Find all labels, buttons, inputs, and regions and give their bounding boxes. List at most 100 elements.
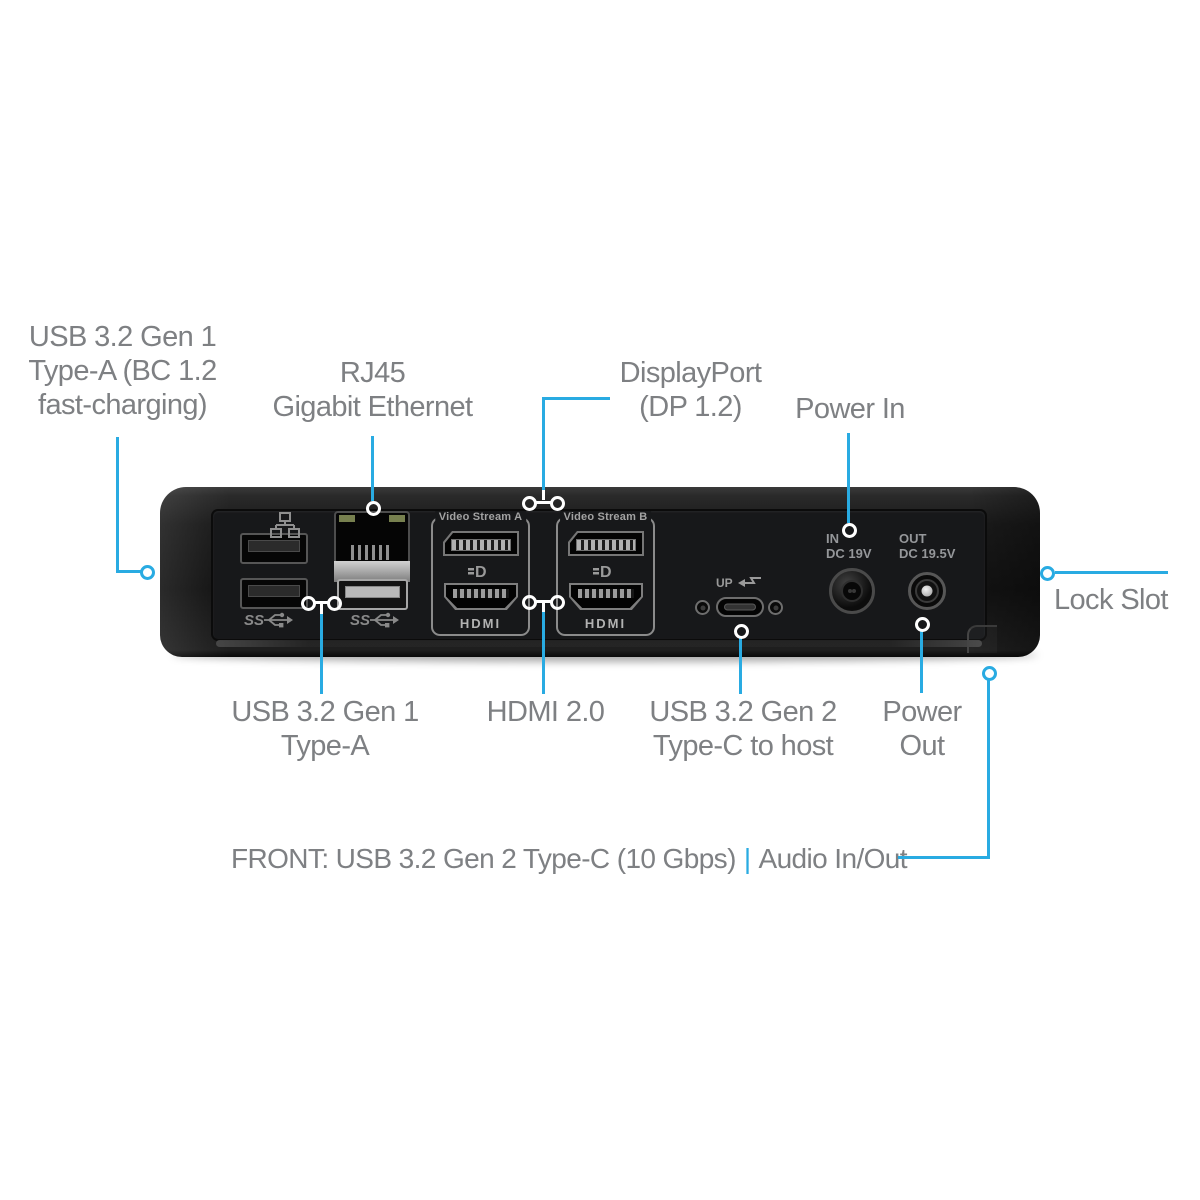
label-power-out: Power Out	[858, 695, 986, 763]
callout-line-usb-bc	[116, 437, 119, 571]
front-note-separator: |	[743, 843, 751, 874]
callout-line-usb-bc	[116, 570, 142, 573]
up-host-label: UP	[716, 576, 763, 590]
callout-line-rj45	[371, 436, 374, 501]
callout-dot-usb-c	[734, 624, 749, 639]
label-power-in: Power In	[770, 392, 930, 426]
callout-dot-usb-bc	[140, 565, 155, 580]
label-line: Type-A (BC 1.2	[28, 355, 217, 387]
hdmi-port-b	[569, 583, 643, 610]
callout-dot-displayport-b	[550, 496, 565, 511]
callout-dot-front-note	[982, 666, 997, 681]
svg-text:D: D	[475, 564, 487, 581]
video-stream-b-label: Video Stream B	[559, 511, 652, 523]
label-line: Power In	[795, 393, 905, 425]
pin-dot	[848, 589, 852, 593]
label-rj45: RJ45 Gigabit Ethernet	[260, 356, 485, 424]
up-text: UP	[716, 576, 733, 590]
label-line: RJ45	[339, 357, 406, 389]
hdmi-logo-text: HDMI	[459, 616, 502, 631]
svg-text:SS: SS	[350, 612, 370, 629]
usb-c-slot	[724, 603, 756, 611]
rj45-led-right	[389, 515, 405, 522]
callout-line-front-note	[898, 856, 990, 859]
label-line: (DP 1.2)	[639, 391, 742, 423]
callout-dot-displayport-a	[522, 496, 537, 511]
label-line: Lock Slot	[1054, 584, 1168, 616]
label-displayport: DisplayPort (DP 1.2)	[598, 356, 783, 424]
callout-line-power-in	[847, 433, 850, 523]
label-line: DisplayPort	[619, 357, 762, 389]
power-in-jack	[829, 568, 875, 614]
displayport-logo-icon: D	[468, 564, 487, 581]
svg-text:D: D	[600, 564, 612, 581]
svg-text:SS: SS	[244, 612, 264, 629]
label-usb-bc: USB 3.2 Gen 1 Type-A (BC 1.2 fast-chargi…	[15, 320, 230, 422]
power-out-ring	[915, 579, 939, 603]
callout-dot-hdmi-a	[522, 595, 537, 610]
callout-dot-usb-a-2	[327, 596, 342, 611]
power-out-line1: OUT	[899, 531, 927, 546]
label-line: USB 3.2 Gen 1	[231, 696, 419, 728]
label-line: USB 3.2 Gen 1	[28, 321, 217, 353]
callout-line-usb-c	[739, 638, 742, 694]
device-base-edge	[216, 640, 982, 647]
label-line: Type-C to host	[652, 730, 834, 762]
rj45-pins	[351, 545, 393, 560]
callout-line-power-out	[920, 631, 923, 693]
displayport-logo-icon: D	[593, 564, 612, 581]
dp-pins	[451, 539, 511, 551]
usb-a-port-2	[240, 578, 308, 609]
power-in-port-label: IN DC 19V	[826, 531, 872, 561]
front-note-text: FRONT: USB 3.2 Gen 2 Type-C (10 Gbps)	[231, 843, 736, 874]
ss-usb-icon: SS	[244, 612, 293, 629]
label-line: fast-charging)	[38, 389, 208, 421]
callout-connector-displayport	[535, 501, 551, 504]
label-front-note: FRONT: USB 3.2 Gen 2 Type-C (10 Gbps)|Au…	[231, 843, 908, 875]
ethernet-network-icon	[270, 512, 300, 538]
dp-pins	[576, 539, 636, 551]
callout-stub-hdmi	[542, 603, 545, 612]
label-line: Out	[899, 730, 946, 762]
video-stream-b-group: Video Stream B D HDMI	[556, 511, 655, 636]
power-out-port-label: OUT DC 19.5V	[899, 531, 955, 561]
callout-dot-rj45	[366, 501, 381, 516]
screw-dot	[773, 605, 778, 610]
callout-dot-power-in	[842, 523, 857, 538]
callout-dot-hdmi-b	[550, 595, 565, 610]
pin-dot	[852, 589, 856, 593]
hdmi-pins	[453, 589, 509, 598]
label-line: USB 3.2 Gen 2	[649, 696, 837, 728]
front-note-text2: Audio In/Out	[758, 843, 908, 874]
usb-tongue	[248, 540, 300, 552]
label-line: Power	[882, 696, 962, 728]
label-line: Type-A	[280, 730, 370, 762]
hdmi-pins	[578, 589, 634, 598]
usb-c-port	[716, 597, 764, 617]
power-out-pin	[921, 585, 933, 597]
power-in-line1: IN	[826, 531, 839, 546]
power-out-line2: DC 19.5V	[899, 546, 956, 561]
usb-a-port-1	[240, 533, 308, 564]
callout-line-displayport	[544, 397, 610, 400]
label-usb-a: USB 3.2 Gen 1 Type-A	[225, 695, 425, 763]
rj45-port	[334, 511, 410, 564]
label-lock-slot: Lock Slot	[1054, 583, 1200, 617]
label-hdmi: HDMI 2.0	[458, 695, 633, 729]
callout-line-hdmi	[542, 612, 545, 694]
video-stream-a-group: Video Stream A D HDMI	[431, 511, 530, 636]
rj45-led-left	[339, 515, 355, 522]
screw-dot	[700, 605, 705, 610]
callout-stub-displayport	[542, 490, 545, 500]
hdmi-logo-text: HDMI	[584, 616, 627, 631]
power-in-core	[841, 580, 863, 602]
label-line: HDMI 2.0	[486, 696, 605, 728]
power-in-line2: DC 19V	[826, 546, 872, 561]
power-out-jack	[908, 572, 946, 610]
callout-dot-power-out	[915, 617, 930, 632]
hdmi-port-a	[444, 583, 518, 610]
callout-line-usb-a	[320, 614, 323, 694]
displayport-port-b	[568, 531, 644, 556]
lock-slot-notch	[967, 625, 997, 653]
